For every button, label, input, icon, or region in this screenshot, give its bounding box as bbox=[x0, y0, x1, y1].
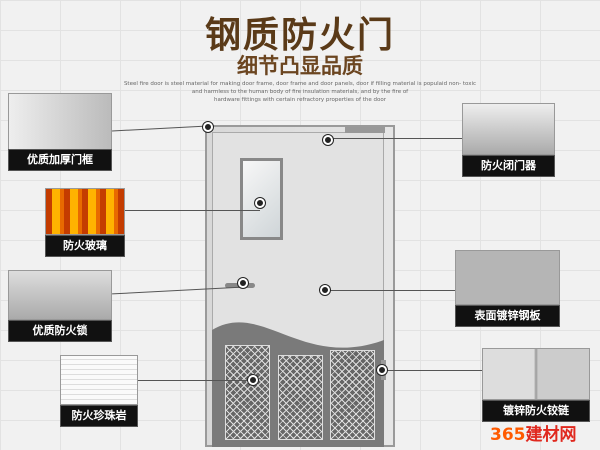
hotspot-dot[interactable] bbox=[323, 135, 333, 145]
hotspot-dot[interactable] bbox=[255, 198, 265, 208]
callout-line bbox=[382, 370, 482, 371]
page-subtitle: 细节凸显品质 bbox=[237, 54, 363, 78]
hotspot-dot[interactable] bbox=[203, 122, 213, 132]
hotspot-dot[interactable] bbox=[377, 365, 387, 375]
feature-label: 优质防火锁 bbox=[8, 320, 112, 342]
door-frame-photo bbox=[8, 93, 112, 150]
hotspot-dot[interactable] bbox=[248, 375, 258, 385]
door-closer-photo bbox=[462, 103, 555, 155]
callout-line bbox=[328, 138, 463, 139]
hotspot-dot[interactable] bbox=[320, 285, 330, 295]
perlite-photo bbox=[60, 355, 138, 405]
watermark-text: 建材网 bbox=[525, 425, 577, 445]
feature-label: 表面镀锌钢板 bbox=[455, 305, 560, 327]
description-line: Steel fire door is steel material for ma… bbox=[123, 81, 477, 95]
description-line: hardware fittings with certain refractor… bbox=[214, 97, 386, 103]
perlite-panel bbox=[330, 350, 375, 440]
callout-line bbox=[325, 290, 457, 291]
steel-plate-photo bbox=[455, 250, 560, 305]
feature-label: 防火玻璃 bbox=[45, 235, 125, 257]
perlite-panel bbox=[225, 345, 270, 440]
page-title: 钢质防火门 bbox=[204, 15, 395, 56]
feature-label: 防火珍珠岩 bbox=[60, 405, 138, 427]
callout-line bbox=[138, 380, 253, 381]
fire-lock-photo bbox=[8, 270, 112, 320]
door-closer bbox=[345, 127, 385, 133]
watermark-logo: 365建材网 bbox=[490, 420, 577, 445]
watermark-number: 365 bbox=[490, 425, 526, 445]
feature-label: 优质加厚门框 bbox=[8, 149, 112, 171]
description: Steel fire door is steel material for ma… bbox=[120, 80, 480, 104]
hotspot-dot[interactable] bbox=[238, 278, 248, 288]
feature-label: 镀锌防火铰链 bbox=[482, 400, 590, 422]
perlite-panel bbox=[278, 355, 323, 440]
callout-line bbox=[112, 125, 208, 132]
feature-label: 防火闭门器 bbox=[462, 155, 555, 177]
hinge-photo bbox=[482, 348, 590, 400]
callout-line bbox=[125, 210, 260, 211]
fire-glass-photo bbox=[45, 188, 125, 235]
